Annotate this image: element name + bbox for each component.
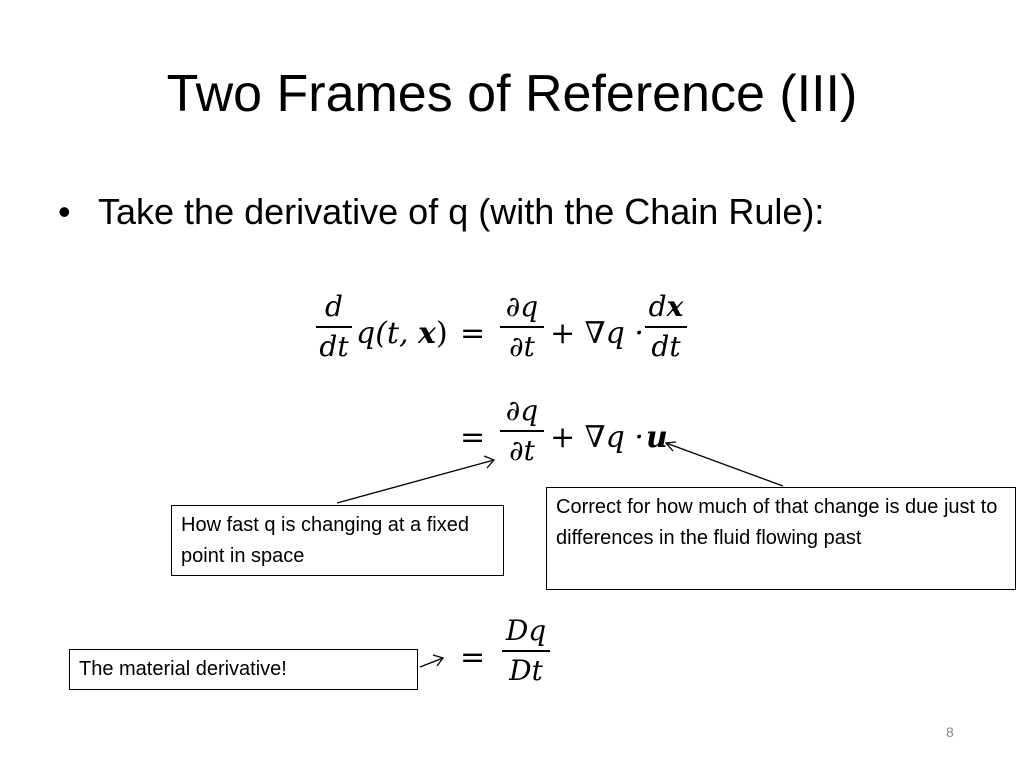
- bullet-text: Take the derivative of q (with the Chain…: [98, 191, 825, 232]
- arrow-to-partial: [336, 459, 495, 504]
- equals-sign-3: =: [460, 640, 486, 675]
- arrow-to-u: [665, 442, 784, 487]
- velocity-u: u: [646, 420, 668, 455]
- partial-q-partial-t-2: ∂q ∂t: [500, 394, 544, 468]
- material-derivative-note: The material derivative!: [69, 649, 418, 690]
- arrow-to-material: [419, 657, 444, 668]
- d-dt-fraction: d dt: [316, 290, 352, 364]
- dx-dt-fraction: dx dt: [645, 290, 687, 364]
- equals-sign-2: =: [460, 420, 486, 455]
- bullet-item: • Take the derivative of q (with the Chai…: [58, 190, 824, 234]
- equals-sign-1: =: [460, 316, 486, 351]
- bullet-dot: •: [58, 191, 71, 232]
- material-derivative-fraction: Dq Dt: [502, 614, 550, 688]
- plus-grad-q-dot-1: + ∇q ·: [550, 316, 644, 351]
- q-function: q(t, x): [356, 316, 448, 351]
- advection-note: Correct for how much of that change is d…: [546, 487, 1016, 590]
- slide-title: Two Frames of Reference (III): [166, 65, 858, 123]
- plus-grad-q-dot-2: + ∇q ·: [550, 420, 644, 455]
- partial-q-partial-t-1: ∂q ∂t: [500, 290, 544, 364]
- partial-derivative-note: How fast q is changing at a fixed point …: [171, 505, 504, 576]
- page-number: 8: [946, 724, 954, 740]
